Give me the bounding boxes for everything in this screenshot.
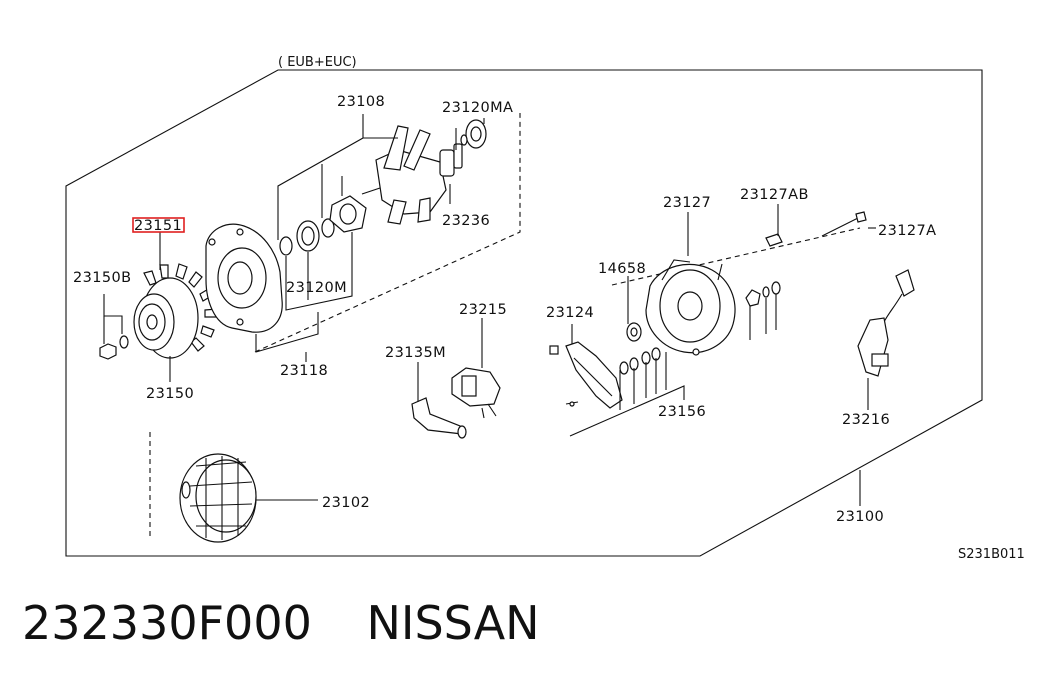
part-number: 232330F000	[22, 596, 312, 650]
label-23236[interactable]: 23236	[442, 213, 490, 229]
label-23150[interactable]: 23150	[146, 386, 194, 402]
label-23135M[interactable]: 23135M	[385, 345, 446, 361]
screw-part	[765, 233, 783, 247]
label-23100[interactable]: 23100	[836, 509, 884, 525]
pulley-fan-part	[133, 263, 218, 359]
footer-caption: 232330F000 NISSAN	[22, 596, 540, 656]
brand-name: NISSAN	[366, 596, 540, 650]
front-bearing-part	[279, 218, 335, 256]
label-23120MA[interactable]: 23120MA	[442, 100, 513, 116]
rectifier-part	[549, 341, 623, 409]
label-23215[interactable]: 23215	[459, 302, 507, 318]
label-14658[interactable]: 14658	[598, 261, 646, 277]
nut-washer-part	[99, 335, 129, 360]
label-23118[interactable]: 23118	[280, 363, 328, 379]
stator-part	[179, 453, 257, 543]
through-bolt-part	[821, 211, 867, 237]
subassembly-boundary-right	[611, 227, 861, 286]
drawing-code: S231B011	[958, 547, 1025, 562]
subassembly-boundary-upper	[254, 113, 521, 353]
selected-part-highlight	[132, 217, 185, 233]
label-23151[interactable]: 23151	[134, 218, 182, 234]
wire-harness-part	[857, 269, 915, 377]
label-23216[interactable]: 23216	[842, 412, 890, 428]
label-23150B[interactable]: 23150B	[73, 270, 131, 286]
rear-housing-part	[645, 259, 736, 356]
terminal-bolt-part	[745, 281, 781, 307]
label-23108[interactable]: 23108	[337, 94, 385, 110]
label-23124[interactable]: 23124	[546, 305, 594, 321]
brush-holder-part	[451, 367, 501, 419]
label-23127[interactable]: 23127	[663, 195, 711, 211]
retainer-hole	[339, 203, 357, 225]
rear-bearing-part	[460, 119, 487, 149]
rotor-part	[361, 125, 463, 225]
front-housing-part	[205, 223, 283, 333]
label-23127AB[interactable]: 23127AB	[740, 187, 809, 203]
label-23156[interactable]: 23156	[658, 404, 706, 420]
label-23120M[interactable]: 23120M	[286, 280, 347, 296]
terminal-strip-part	[411, 397, 467, 439]
assembly-frame	[65, 69, 983, 557]
label-23102[interactable]: 23102	[322, 495, 370, 511]
variant-note: ( EUB+EUC)	[278, 55, 357, 70]
label-23127A[interactable]: 23127A	[878, 223, 936, 239]
leader-lines	[103, 114, 876, 506]
